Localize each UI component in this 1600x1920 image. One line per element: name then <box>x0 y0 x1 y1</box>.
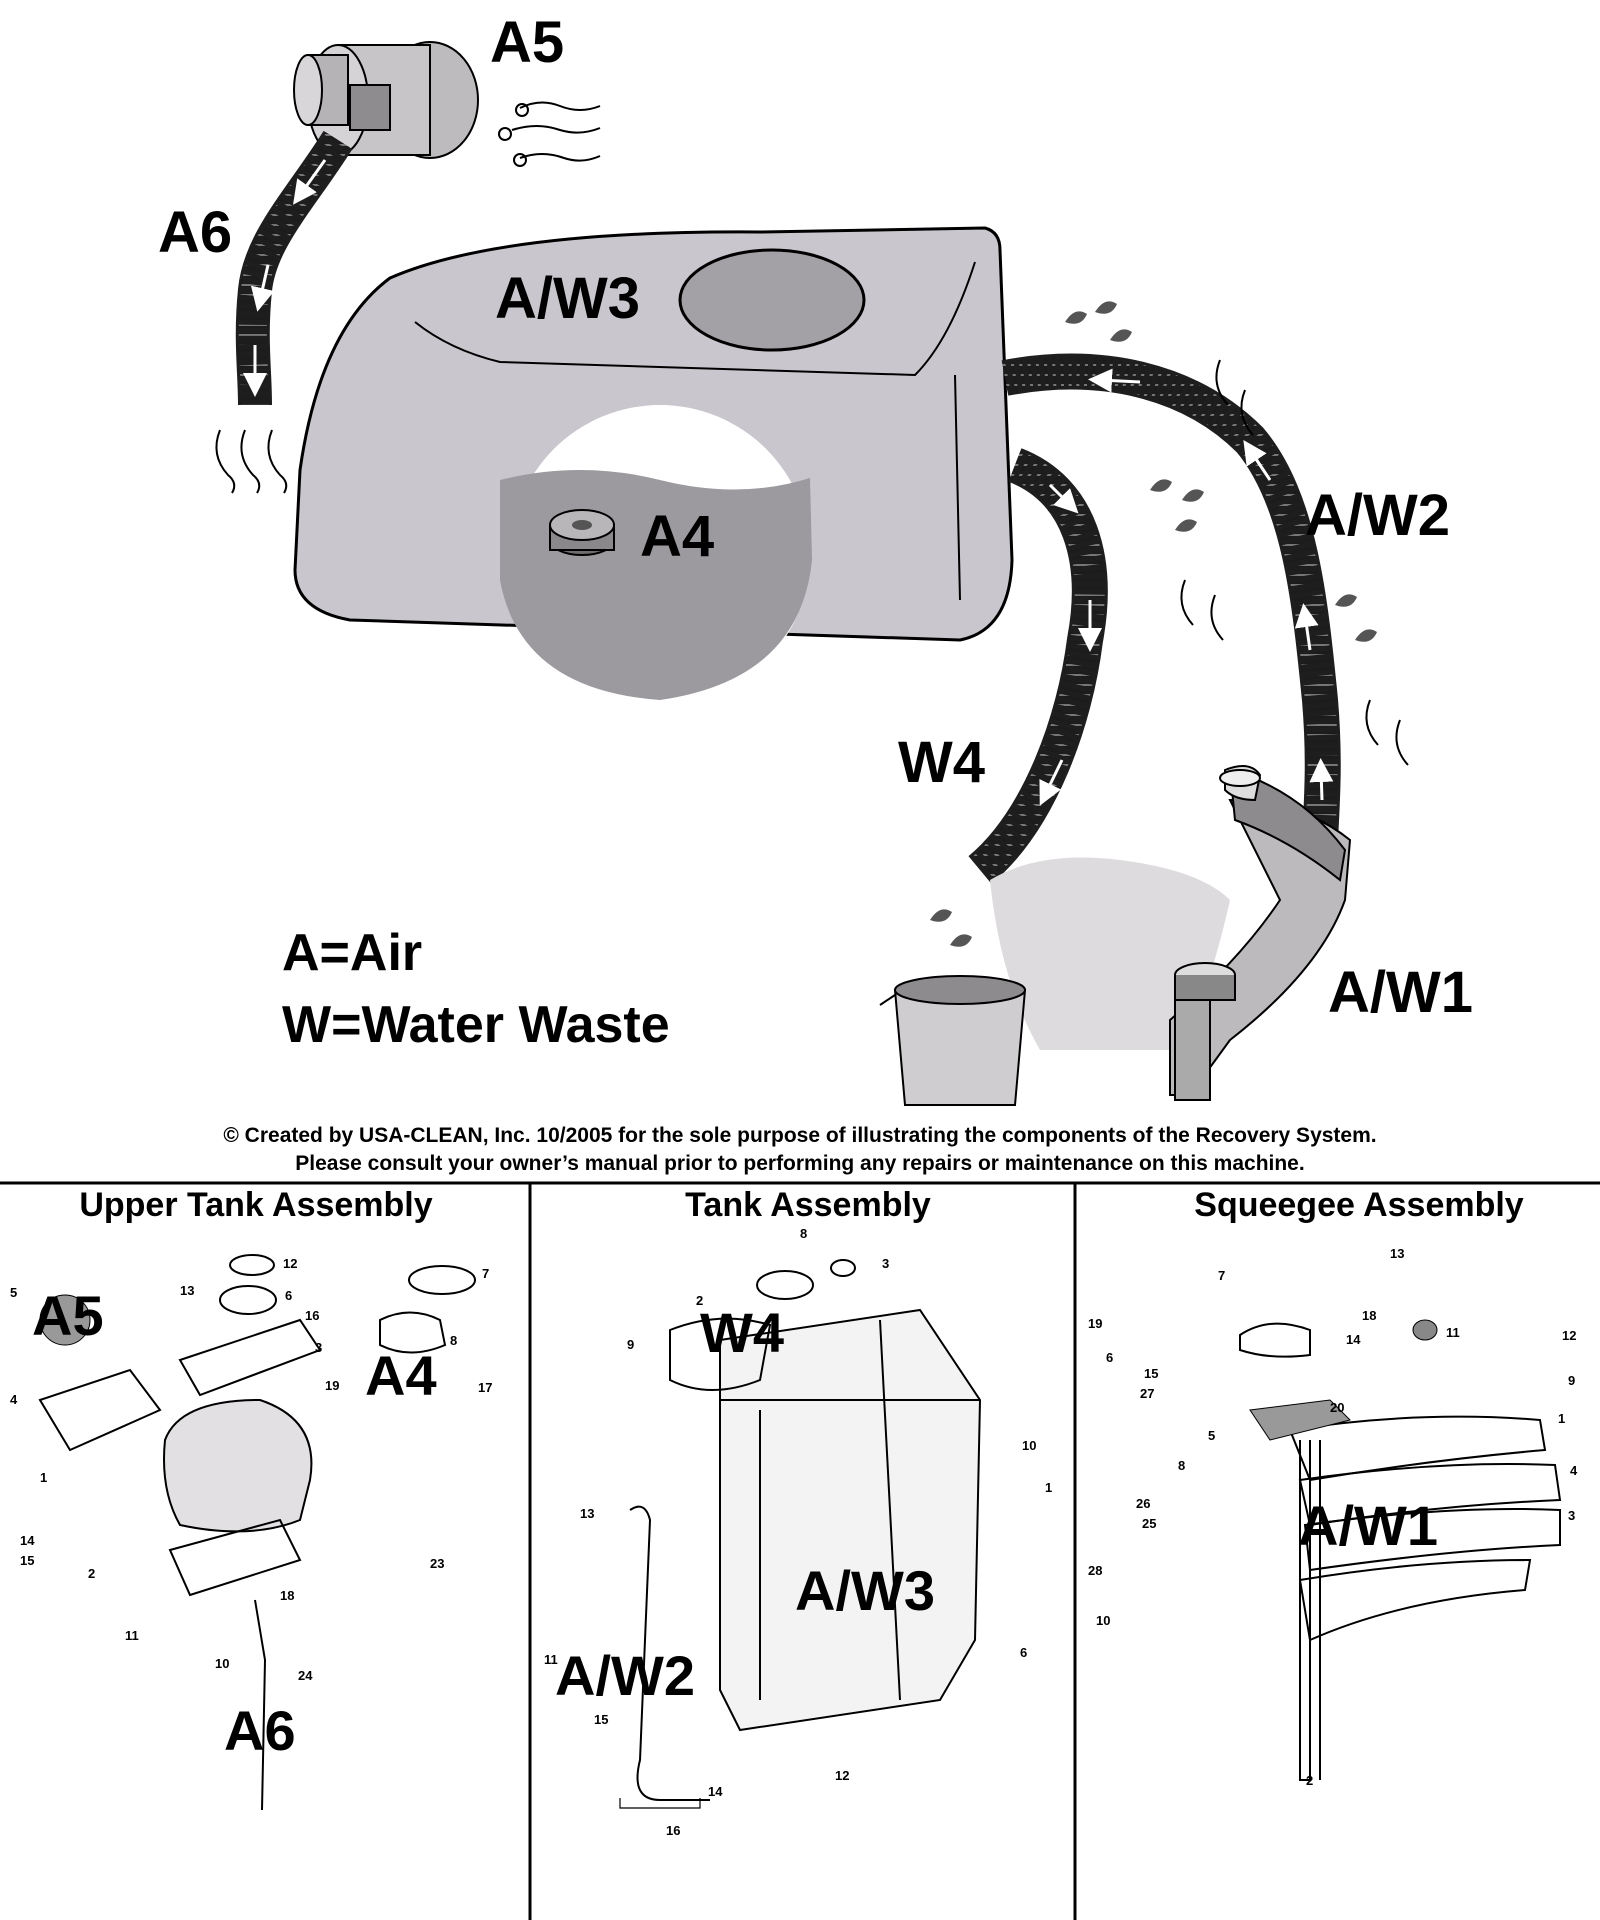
part-callout: 6 <box>1106 1350 1113 1365</box>
part-callout: 16 <box>666 1823 680 1838</box>
overlay-a4-upper: A4 <box>365 1344 437 1407</box>
part-callout: 15 <box>1144 1366 1158 1381</box>
label-w4: W4 <box>898 730 985 795</box>
part-callout: 14 <box>20 1533 35 1548</box>
part-callout: 9 <box>1568 1373 1575 1388</box>
squeegee-part-callouts: 13 7 19 18 11 12 6 14 9 15 27 20 5 1 8 4… <box>1088 1246 1578 1788</box>
a6-exhaust-swirls <box>215 429 288 494</box>
part-callout: 13 <box>180 1283 194 1298</box>
squeegee-exploded-view <box>1239 1319 1562 1781</box>
part-callout: 4 <box>10 1392 18 1407</box>
part-callout: 18 <box>280 1588 294 1603</box>
recovery-tank <box>293 226 1014 705</box>
legend-air: A=Air <box>282 924 422 982</box>
part-callout: 12 <box>835 1768 849 1783</box>
upper-tank-part-callouts: 12 5 13 6 16 7 3 8 4 19 17 1 14 15 2 23 … <box>10 1256 492 1683</box>
drain-hose-w4 <box>968 448 1108 884</box>
part-callout: 28 <box>1088 1563 1102 1578</box>
part-callout: 11 <box>125 1628 139 1643</box>
label-a6: A6 <box>158 200 232 265</box>
panel-title-squeegee: Squeegee Assembly <box>1194 1186 1524 1224</box>
part-callout: 12 <box>283 1256 297 1271</box>
tank-part-callouts: 8 3 2 9 10 1 13 6 11 15 12 14 16 <box>544 1226 1052 1838</box>
part-callout: 11 <box>1446 1325 1460 1340</box>
part-callout: 12 <box>1562 1328 1576 1343</box>
vacuum-motor <box>293 41 479 159</box>
upper-tank-overlay-labels: A5 A4 A6 <box>32 1284 437 1762</box>
part-callout: 24 <box>298 1668 313 1683</box>
intake-hose-aw2 <box>1001 353 1341 841</box>
part-callout: 23 <box>430 1556 444 1571</box>
exhaust-hose-a6 <box>235 130 353 406</box>
upper-tank-exploded-view <box>38 1254 476 1811</box>
part-callout: 14 <box>708 1784 723 1799</box>
overlay-a6-upper: A6 <box>224 1699 296 1762</box>
label-aw1: A/W1 <box>1328 960 1473 1025</box>
air-swirls-right <box>1180 359 1409 766</box>
tank-exploded-view <box>619 1259 982 1809</box>
part-callout: 4 <box>1570 1463 1578 1478</box>
part-callout: 18 <box>1362 1308 1376 1323</box>
part-callout: 15 <box>20 1553 34 1568</box>
part-callout: 9 <box>627 1337 634 1352</box>
label-aw2: A/W2 <box>1305 483 1450 548</box>
overlay-aw1-squeegee: A/W1 <box>1298 1494 1438 1557</box>
part-callout: 19 <box>325 1378 339 1393</box>
squeegee-tool <box>990 765 1352 1101</box>
part-callout: 3 <box>1568 1508 1575 1523</box>
copyright-line-2: Please consult your owner’s manual prior… <box>295 1152 1304 1175</box>
overlay-aw3-tank: A/W3 <box>795 1559 935 1622</box>
part-callout: 1 <box>40 1470 47 1485</box>
part-callout: 1 <box>1558 1411 1565 1426</box>
overlay-a5-upper: A5 <box>32 1284 104 1347</box>
air-exhaust-swirls <box>498 101 601 167</box>
label-a4: A4 <box>640 504 714 569</box>
copyright-line-1: © Created by USA-CLEAN, Inc. 10/2005 for… <box>223 1124 1376 1147</box>
part-callout: 20 <box>1330 1400 1344 1415</box>
part-callout: 15 <box>594 1712 608 1727</box>
squeegee-overlay-labels: A/W1 <box>1298 1494 1438 1557</box>
label-aw3: A/W3 <box>495 266 640 331</box>
part-callout: 2 <box>696 1293 703 1308</box>
panel-title-tank: Tank Assembly <box>685 1186 931 1224</box>
part-callout: 14 <box>1346 1332 1361 1347</box>
part-callout: 3 <box>882 1256 889 1271</box>
part-callout: 11 <box>544 1652 558 1667</box>
part-callout: 13 <box>1390 1246 1404 1261</box>
label-a5: A5 <box>490 10 564 75</box>
part-callout: 19 <box>1088 1316 1102 1331</box>
part-callout: 2 <box>1306 1773 1313 1788</box>
part-callout: 7 <box>1218 1268 1225 1283</box>
legend-water: W=Water Waste <box>282 996 670 1054</box>
overlay-w4-tank: W4 <box>700 1301 784 1364</box>
tank-overlay-labels: W4 A/W3 A/W2 <box>555 1301 935 1707</box>
part-callout: 8 <box>450 1333 457 1348</box>
part-callout: 17 <box>478 1380 492 1395</box>
waste-bucket <box>879 975 1027 1106</box>
panel-title-upper-tank: Upper Tank Assembly <box>79 1186 432 1224</box>
part-callout: 25 <box>1142 1516 1156 1531</box>
part-callout: 1 <box>1045 1480 1052 1495</box>
part-callout: 10 <box>1022 1438 1036 1453</box>
part-callout: 10 <box>215 1656 229 1671</box>
overlay-aw2-tank: A/W2 <box>555 1644 695 1707</box>
part-callout: 10 <box>1096 1613 1110 1628</box>
part-callout: 3 <box>315 1340 322 1355</box>
part-callout: 13 <box>580 1506 594 1521</box>
part-callout: 7 <box>482 1266 489 1281</box>
part-callout: 8 <box>1178 1458 1185 1473</box>
part-callout: 5 <box>10 1285 17 1300</box>
part-callout: 8 <box>800 1226 807 1241</box>
part-callout: 2 <box>88 1566 95 1581</box>
part-callout: 6 <box>1020 1645 1027 1660</box>
part-callout: 27 <box>1140 1386 1154 1401</box>
part-callout: 6 <box>285 1288 292 1303</box>
water-droplets <box>930 301 1377 947</box>
part-callout: 16 <box>305 1308 319 1323</box>
part-callout: 5 <box>1208 1428 1215 1443</box>
part-callout: 26 <box>1136 1496 1150 1511</box>
